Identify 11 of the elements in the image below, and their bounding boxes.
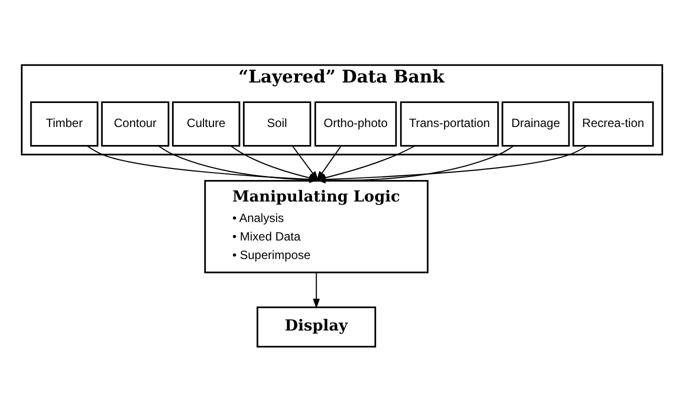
node-box: Display (256, 306, 376, 348)
node-box: Drainage (502, 101, 570, 147)
node-box: Contour (101, 101, 170, 147)
arrow (312, 272, 320, 309)
node-box: Recrea-tion (572, 101, 654, 147)
node-box: Soil (242, 101, 312, 147)
node-box: Culture (172, 101, 240, 147)
node-box: Trans-portation (400, 101, 499, 147)
node-box: Timber (30, 101, 98, 147)
node-box: Manipulating Logic • Analysis • Mixed Data • Superimpose (204, 180, 428, 274)
node-box: Ortho-photo (314, 101, 397, 147)
